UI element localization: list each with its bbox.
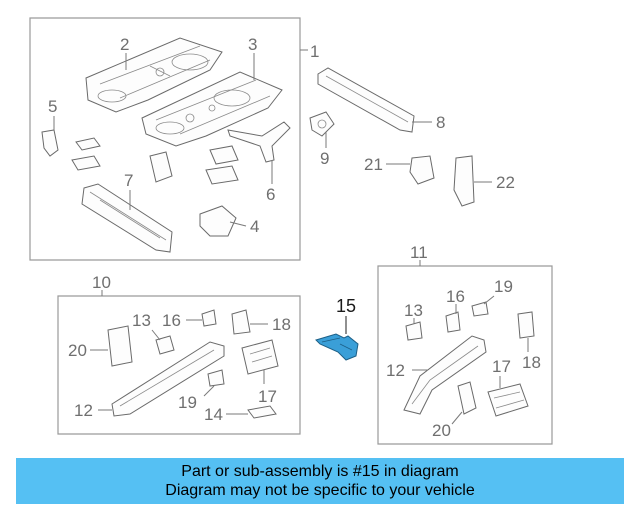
callout-17-right: 17 <box>492 357 511 376</box>
callout-9: 9 <box>320 149 329 168</box>
bracket-20-left-sketch <box>107 325 133 367</box>
loose-parts-top-right: 8 9 21 22 <box>309 67 515 207</box>
callout-19-right: 19 <box>494 277 513 296</box>
bracket-14-left-sketch <box>247 405 277 419</box>
rail-12-right-sketch <box>403 335 487 415</box>
group-1-box: 1 2 3 5 <box>29 17 319 261</box>
bracket-18-left-sketch <box>231 309 251 335</box>
callout-3: 3 <box>248 35 257 54</box>
callout-1: 1 <box>310 42 319 61</box>
callout-21: 21 <box>364 155 383 174</box>
callout-15: 15 <box>336 296 356 316</box>
part-15-highlight[interactable]: 15 <box>315 296 359 361</box>
group-10-box: 10 20 13 16 18 12 17 19 14 <box>57 273 301 435</box>
callout-16-right: 16 <box>446 287 465 306</box>
floor-pan-rear-sketch <box>141 71 283 147</box>
callout-14-left: 14 <box>204 405 223 424</box>
callout-20-right: 20 <box>432 421 451 440</box>
callout-19-left: 19 <box>178 393 197 412</box>
bracket-13-left-sketch <box>155 335 175 355</box>
bracket-13-right-sketch <box>405 321 423 341</box>
bracket-16-left-sketch <box>201 309 217 327</box>
small-bracket-c-sketch <box>149 151 173 183</box>
bracket-17-right-sketch <box>487 383 529 417</box>
callout-6: 6 <box>266 185 275 204</box>
small-bracket-e-sketch <box>205 165 239 185</box>
panel-4-sketch <box>199 205 237 237</box>
callout-8: 8 <box>436 113 445 132</box>
bracket-21-sketch <box>409 155 435 185</box>
callout-13-left: 13 <box>132 311 151 330</box>
bracket-19-left-sketch <box>207 369 225 387</box>
callout-16-left: 16 <box>162 311 181 330</box>
small-bracket-b-sketch <box>71 155 101 171</box>
rail-7-sketch <box>81 183 173 253</box>
callout-5: 5 <box>48 97 57 116</box>
bracket-5-sketch <box>41 129 59 157</box>
info-banner: Part or sub-assembly is #15 in diagram D… <box>16 458 624 504</box>
bracket-17-left-sketch <box>241 339 279 375</box>
callout-7: 7 <box>124 171 133 190</box>
bracket-9-sketch <box>309 111 335 137</box>
callout-10: 10 <box>92 273 111 292</box>
banner-line-2: Diagram may not be specific to your vehi… <box>165 482 475 499</box>
callout-12-left: 12 <box>74 401 93 420</box>
floor-pan-front-sketch <box>85 37 223 113</box>
reinforcement-8-sketch <box>317 67 415 133</box>
callout-18-right: 18 <box>522 353 541 372</box>
bracket-18-right-sketch <box>517 311 535 339</box>
callout-2: 2 <box>120 35 129 54</box>
callout-18-left: 18 <box>272 315 291 334</box>
small-bracket-d-sketch <box>209 145 239 165</box>
bracket-19-right-sketch <box>471 301 489 317</box>
bracket-20-right-sketch <box>457 381 477 415</box>
callout-22: 22 <box>496 173 515 192</box>
banner-line-1: Part or sub-assembly is #15 in diagram <box>181 463 459 480</box>
callout-12-right: 12 <box>386 361 405 380</box>
group-11-box: 11 13 16 19 18 12 17 20 <box>377 243 553 445</box>
callout-17-left: 17 <box>258 387 277 406</box>
pillar-22-sketch <box>453 155 475 207</box>
callout-11: 11 <box>410 243 428 262</box>
cross-member-6-sketch <box>227 121 291 163</box>
callout-4: 4 <box>250 217 259 236</box>
small-bracket-a-sketch <box>75 137 101 151</box>
callout-13-right: 13 <box>404 301 423 320</box>
bracket-16-right-sketch <box>445 311 461 333</box>
callout-20-left: 20 <box>68 341 87 360</box>
